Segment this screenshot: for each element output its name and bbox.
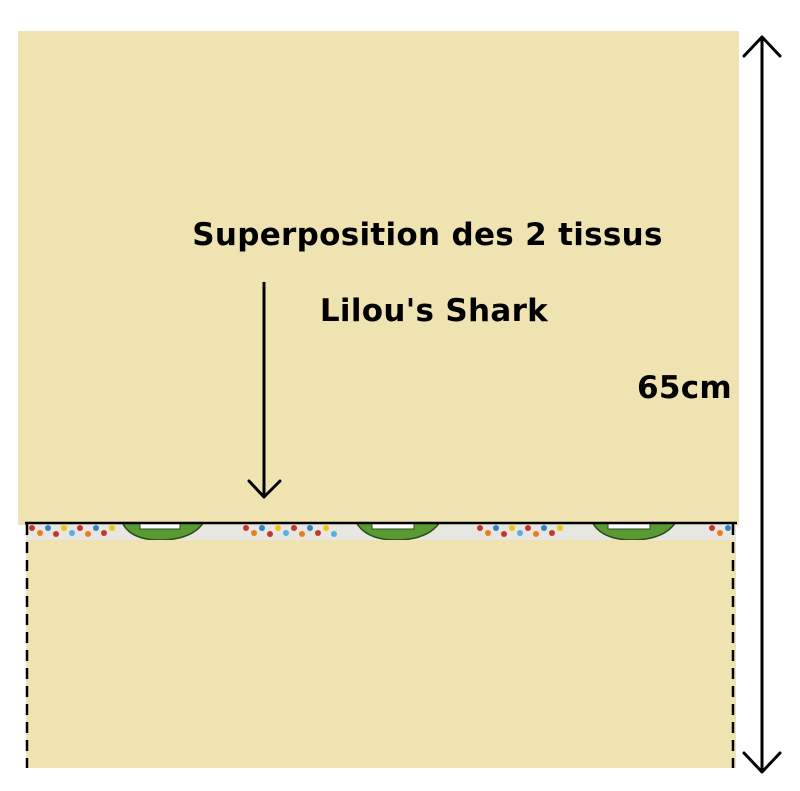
shark-motif [591,523,677,540]
dotted-print-cluster [709,525,731,536]
printed-fabric-band [26,523,736,540]
fabric-name-label: Lilou's Shark [319,293,549,329]
down-arrow-icon [247,282,282,499]
dotted-print-cluster [29,525,115,537]
shark-motif [121,523,205,540]
dotted-print-cluster [477,525,563,537]
height-dimension-arrow-icon [742,35,782,774]
lower-fabric-panel [26,540,736,768]
height-dimension-label: 65cm [637,370,733,406]
upper-fabric-panel [18,31,739,525]
dotted-print-cluster [243,525,337,537]
shark-motif [355,523,441,540]
overlap-label: Superposition des 2 tissus [192,217,663,253]
